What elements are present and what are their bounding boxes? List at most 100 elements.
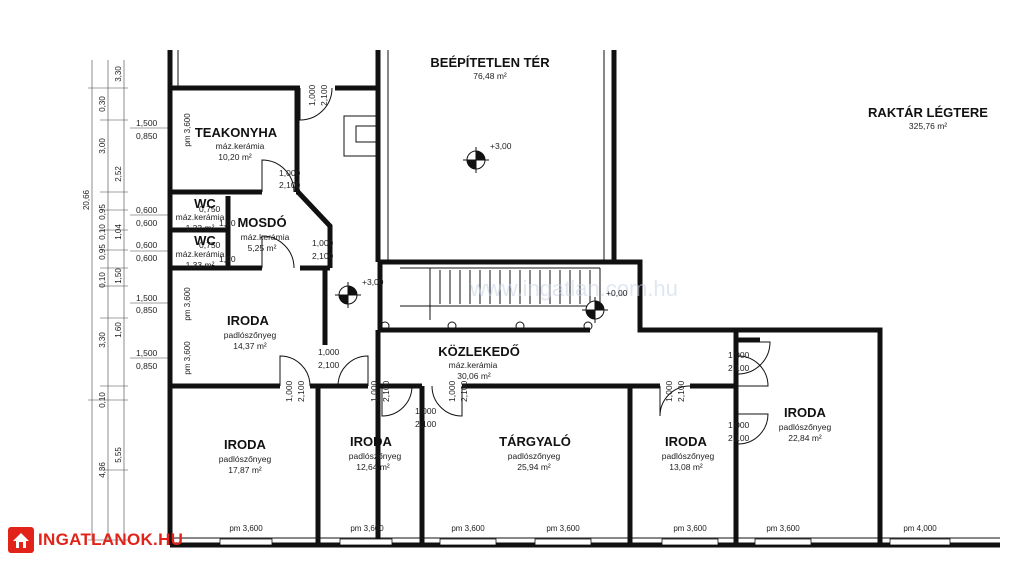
pm-label: pm 3,600 xyxy=(350,524,384,533)
side-pm-2: pm 3,600 xyxy=(183,287,192,321)
room-iroda2-floor: padlószőnyeg xyxy=(349,451,402,461)
dim-0-30: 0,30 xyxy=(98,96,107,112)
door-lbl-w: 1,000 xyxy=(447,380,457,402)
ingatlanok-logo: INGATLANOK.HU xyxy=(8,527,183,553)
win-a-w: 1,500 xyxy=(136,118,158,128)
dim-1-04: 1,04 xyxy=(114,224,123,240)
dim-total: 20,66 xyxy=(82,189,91,210)
left-dimension-lines xyxy=(88,60,170,541)
level-marker-icon xyxy=(463,147,489,173)
dim-0-10-c: 0,10 xyxy=(98,392,107,408)
room-kozlekedo-floor: máz.kerámia xyxy=(449,360,498,370)
win-e-h: 0,850 xyxy=(136,361,158,371)
door-lbl-w: 1,000 xyxy=(728,420,750,430)
win-b-w: 0,600 xyxy=(136,205,158,215)
dim-2-52: 2,52 xyxy=(114,166,123,182)
level-stair-bottom: +0,00 xyxy=(606,288,628,298)
door-lbl-w: 1,000 xyxy=(307,84,317,106)
dim-3-30-mid: 3,30 xyxy=(98,332,107,348)
room-iroda-top-area: 14,37 m² xyxy=(233,341,267,351)
win-d-h: 0,850 xyxy=(136,305,158,315)
room-iroda-top-name: IRODA xyxy=(227,313,270,328)
door-lbl-h: 2,100 xyxy=(728,433,750,443)
door-lbl-h: 2,100 xyxy=(296,380,306,402)
pm-label: pm 3,600 xyxy=(229,524,263,533)
dim-4-36: 4,36 xyxy=(98,462,107,478)
pm-label: pm 3,600 xyxy=(673,524,707,533)
door-lbl-w: 1,000 xyxy=(312,238,334,248)
room-raktar-name: RAKTÁR LÉGTERE xyxy=(868,105,988,120)
room-iroda4-floor: padlószőnyeg xyxy=(779,422,832,432)
win-d-w: 1,500 xyxy=(136,293,158,303)
door-lbl-w: 1,000 xyxy=(369,380,379,402)
door-labels: 1,000 2,100 1,000 2,100 1,000 2,100 1,00… xyxy=(279,84,750,443)
pm-label: pm 4,000 xyxy=(903,524,937,533)
dim-0-95-b: 0,95 xyxy=(98,244,107,260)
dim-3-30-top: 3,30 xyxy=(114,66,123,82)
dim-0-95-a: 0,95 xyxy=(98,204,107,220)
door-lbl-h: 2,100 xyxy=(312,251,334,261)
dim-5-55: 5,55 xyxy=(114,447,123,463)
door-lbl-h: 2,100 xyxy=(318,360,340,370)
room-wc1-area: 1,33 m² xyxy=(186,223,215,233)
room-wc2-area: 1,33 m² xyxy=(186,260,215,270)
win-c-w: 0,600 xyxy=(136,240,158,250)
room-wc2-name: WC xyxy=(194,233,216,248)
room-kozlekedo-area: 30,06 m² xyxy=(457,371,491,381)
room-iroda3-floor: padlószőnyeg xyxy=(662,451,715,461)
win-c-h: 0,600 xyxy=(136,253,158,263)
dim-0-10-a: 0,10 xyxy=(98,224,107,240)
room-targyalo-floor: padlószőnyeg xyxy=(508,451,561,461)
logo-text: INGATLANOK.HU xyxy=(38,530,184,549)
room-iroda2-area: 12,64 m² xyxy=(356,462,390,472)
level-stair-top: +3,00 xyxy=(362,277,384,287)
door-lbl-h: 2,100 xyxy=(415,419,437,429)
dim-0-10-b: 0,10 xyxy=(98,272,107,288)
staircase xyxy=(380,267,601,331)
door-lbl-w: 1,000 xyxy=(284,380,294,402)
door-lbl-h: 2,100 xyxy=(279,180,301,190)
dim-1-50: 1,50 xyxy=(114,268,123,284)
house-logo-icon xyxy=(8,527,34,553)
room-teakonyha-floor: máz.kerámia xyxy=(216,141,265,151)
door-lbl-h: 2,100 xyxy=(319,84,329,106)
side-pm-3: pm 3,600 xyxy=(183,341,192,375)
pm-label: pm 3,600 xyxy=(451,524,485,533)
door-lbl-h: 2,100 xyxy=(381,380,391,402)
room-raktar-area: 325,76 m² xyxy=(909,121,947,131)
door-lbl-w: 1,000 xyxy=(279,168,301,178)
door-swings xyxy=(261,87,771,445)
room-teakonyha-name: TEAKONYHA xyxy=(195,125,278,140)
door-lbl-h: 2,100 xyxy=(459,380,469,402)
wc2-dim-b: 1,00 xyxy=(219,254,236,264)
room-beepitetlen-area: 76,48 m² xyxy=(473,71,507,81)
room-beepitetlen-name: BEÉPÍTETLEN TÉR xyxy=(430,55,550,70)
room-iroda1-floor: padlószőnyeg xyxy=(219,454,272,464)
room-targyalo-area: 25,94 m² xyxy=(517,462,551,472)
pm-label: pm 3,600 xyxy=(766,524,800,533)
wc2-dim-a: 0,750 xyxy=(199,240,221,250)
level-beepitetlen: +3,00 xyxy=(490,141,512,151)
room-iroda3-name: IRODA xyxy=(665,434,708,449)
door-lbl-h: 2,100 xyxy=(728,363,750,373)
room-kozlekedo-name: KÖZLEKEDŐ xyxy=(438,344,520,359)
room-iroda3-area: 13,08 m² xyxy=(669,462,703,472)
dim-3-00: 3,00 xyxy=(98,138,107,154)
level-marker-icon xyxy=(582,297,608,323)
pm-label: pm 3,600 xyxy=(546,524,580,533)
room-mosdo-name: MOSDÓ xyxy=(237,215,286,230)
watermark: www.ingatlan.com.hu xyxy=(469,276,678,301)
room-iroda1-name: IRODA xyxy=(224,437,267,452)
door-lbl-w: 1,000 xyxy=(664,380,674,402)
room-mosdo-area: 5,25 m² xyxy=(248,243,277,253)
wc1-dim-b: 1,00 xyxy=(219,218,236,228)
bottom-pm-labels: pm 3,600 pm 3,600 pm 3,600 pm 3,600 pm 3… xyxy=(229,524,937,533)
room-wc1-name: WC xyxy=(194,196,216,211)
level-marker-icon xyxy=(335,282,361,308)
dim-1-60: 1,60 xyxy=(114,322,123,338)
room-mosdo-floor: máz.kerámia xyxy=(241,232,290,242)
room-targyalo-name: TÁRGYALÓ xyxy=(499,434,571,449)
room-iroda2-name: IRODA xyxy=(350,434,393,449)
room-wc2-floor: máz.kerámia xyxy=(176,249,225,259)
